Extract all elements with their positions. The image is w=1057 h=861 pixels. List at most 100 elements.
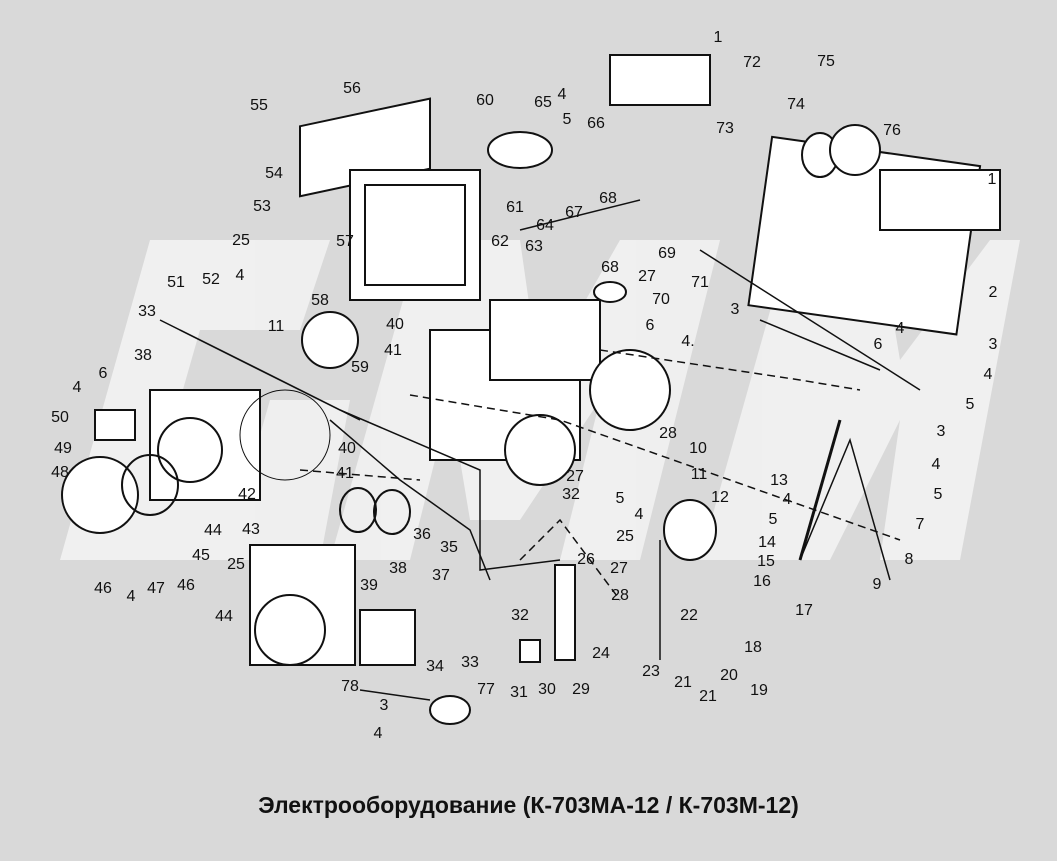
callout-label: 36 [413,526,431,543]
callout-label: 11 [267,318,285,335]
callout-label: 27 [610,560,628,577]
callout-label: 3 [730,301,740,318]
part-60-horn [487,131,553,169]
callout-label: 32 [562,486,580,503]
callout-label: 40 [338,440,356,457]
part-31 [519,639,541,663]
callout-label: 32 [511,607,529,624]
wire-lines [159,199,921,701]
detail-circle [239,389,331,481]
callout-label: 10 [689,440,707,457]
callout-label: 21 [699,688,717,705]
callout-label: 39 [360,577,378,594]
callout-label: 43 [242,521,260,538]
callout-label: 57 [336,233,354,250]
callout-label: 28 [659,425,677,442]
callout-label: 20 [720,667,738,684]
callout-label: 42 [238,486,256,503]
callout-label: 4. [681,333,695,350]
callout-label: 60 [476,92,494,109]
callout-label: 62 [491,233,509,250]
callout-label: 50 [51,409,69,426]
callout-label: 6 [98,365,108,382]
callout-label: 67 [565,204,583,221]
callout-label: 9 [872,576,882,593]
callout-label: 25 [227,556,245,573]
callout-label: 3 [988,336,998,353]
callout-label: 55 [250,97,268,114]
callout-label: 4 [895,320,905,337]
callout-label: 24 [592,645,610,662]
callout-label: 35 [440,539,458,556]
callout-label: 44 [215,608,233,625]
part-49-ring [121,454,179,516]
part-drawings [61,54,1001,725]
callout-label: 56 [343,80,361,97]
part-77-relay [429,695,471,725]
callout-label: 25 [616,528,634,545]
callout-label: 33 [138,303,156,320]
callout-label: 74 [787,96,805,113]
diagram-title: Электрооборудование (К-703МА-12 / К-703М… [258,792,799,818]
callout-label: 7 [915,516,925,533]
callout-label: 4 [931,456,941,473]
part-70-sensor [593,281,627,303]
callout-label: 40 [386,316,404,333]
callout-label: 76 [883,122,901,139]
callout-label: 66 [587,115,605,132]
part-50-light [94,409,136,441]
callout-label: 45 [192,547,210,564]
callout-label: 16 [753,573,771,590]
callout-label: 34 [426,658,444,675]
callout-label: 54 [265,165,283,182]
callout-label: 38 [389,560,407,577]
callout-label: 37 [432,567,450,584]
callout-label: 4 [782,491,792,508]
callout-label: 18 [744,639,762,656]
callout-label: 13 [770,472,788,489]
callout-label: 8 [904,551,914,568]
callout-label: 75 [817,53,835,70]
callout-label: 14 [758,534,776,551]
callout-label: 68 [599,190,617,207]
callout-label: 6 [645,317,655,334]
callout-label: 27 [638,268,656,285]
callout-label: 58 [311,292,329,309]
callout-label: 4 [373,725,383,742]
callout-label: 46 [94,580,112,597]
callout-label: 48 [51,464,69,481]
callout-label: 25 [232,232,250,249]
callout-label: 2 [988,284,998,301]
callout-label: 5 [933,486,943,503]
callout-label: 38 [134,347,152,364]
callout-label: 78 [341,678,359,695]
callout-label: 4 [235,267,245,284]
callout-label: 69 [658,245,676,262]
callout-label: 6 [873,336,883,353]
part-11-lamp [301,311,359,369]
callout-label: 3 [936,423,946,440]
callout-label: 3 [379,697,389,714]
callout-label: 61 [506,199,524,216]
callout-label: 68 [601,259,619,276]
callout-label: 5 [768,511,778,528]
part-11-lamp-right [663,499,717,561]
callout-label: 52 [202,271,220,288]
callout-label: 59 [351,359,369,376]
callout-label: 41 [336,465,354,482]
callout-label: 19 [750,682,768,699]
callout-label: 41 [384,342,402,359]
callout-label: 5 [562,111,572,128]
callout-label: 30 [538,681,556,698]
callout-label: 71 [691,274,709,291]
callout-label: 29 [572,681,590,698]
callout-label: 11 [690,466,708,483]
part-36-ring [339,487,377,533]
callout-label: 12 [711,489,729,506]
callout-label: 70 [652,291,670,308]
part-72-lamp [609,54,711,106]
callout-label: 63 [525,238,543,255]
callout-label: 27 [566,468,584,485]
callout-label: 5 [615,490,625,507]
